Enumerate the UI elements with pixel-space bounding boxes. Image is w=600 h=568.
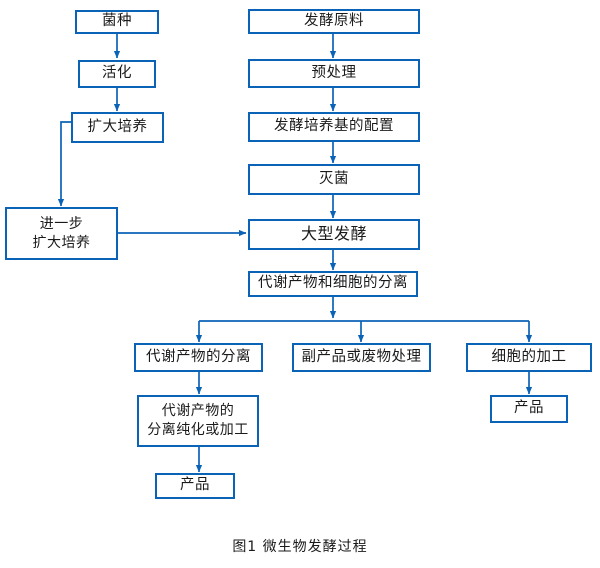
node-metabolite-purification: 代谢产物的 分离纯化或加工 bbox=[137, 395, 259, 447]
node-sterilization: 灭菌 bbox=[248, 164, 420, 195]
node-product-right: 产品 bbox=[490, 395, 568, 423]
node-metabolite-separation: 代谢产物的分离 bbox=[134, 343, 263, 372]
node-product-left: 产品 bbox=[155, 473, 235, 499]
node-large-fermentation: 大型发酵 bbox=[248, 219, 420, 250]
node-raw-material: 发酵原料 bbox=[248, 9, 420, 34]
node-pretreatment: 预处理 bbox=[248, 59, 420, 88]
node-expand-culture: 扩大培养 bbox=[71, 112, 164, 143]
node-strain: 菌种 bbox=[75, 10, 159, 34]
node-further-expand-culture: 进一步 扩大培养 bbox=[5, 207, 118, 260]
node-byproduct-waste-treatment: 副产品或废物处理 bbox=[292, 343, 431, 372]
figure-caption: 图1 微生物发酵过程 bbox=[232, 539, 368, 555]
node-cell-processing: 细胞的加工 bbox=[466, 343, 592, 372]
node-separation-metabolite-cell: 代谢产物和细胞的分离 bbox=[248, 271, 418, 297]
node-activation: 活化 bbox=[78, 60, 156, 88]
node-medium-preparation: 发酵培养基的配置 bbox=[248, 112, 420, 142]
